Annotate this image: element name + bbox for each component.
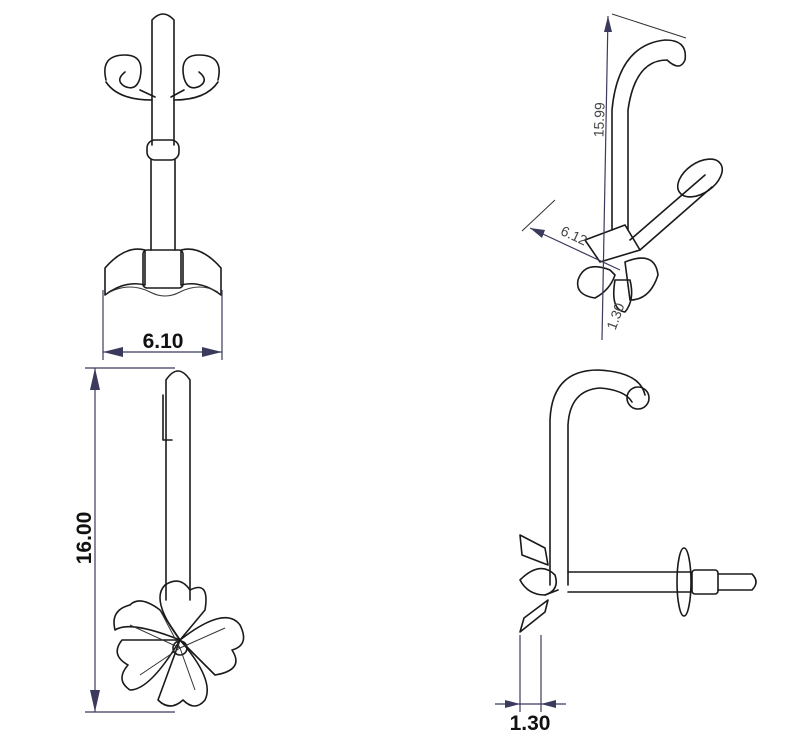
dimension-label: 1.30: [510, 712, 551, 735]
front-view: [104, 13, 222, 297]
dimension-label: 6.12: [558, 222, 590, 248]
dimension-label: 15.99: [590, 102, 607, 138]
flower: [113, 580, 245, 707]
side-view: [113, 370, 245, 707]
dimension-label: 6.10: [143, 330, 184, 353]
dimension-front-width: 6.10: [102, 290, 223, 360]
dimension-label: 1.30: [603, 301, 627, 332]
dimension-label: 16.00: [73, 512, 96, 565]
isometric-view: 15.99 6.12 1.30: [521, 13, 724, 341]
dimension-side-height: 16.00: [73, 367, 175, 713]
dimension-post-diameter: 1.30: [495, 635, 566, 735]
hook-view: [519, 369, 757, 633]
